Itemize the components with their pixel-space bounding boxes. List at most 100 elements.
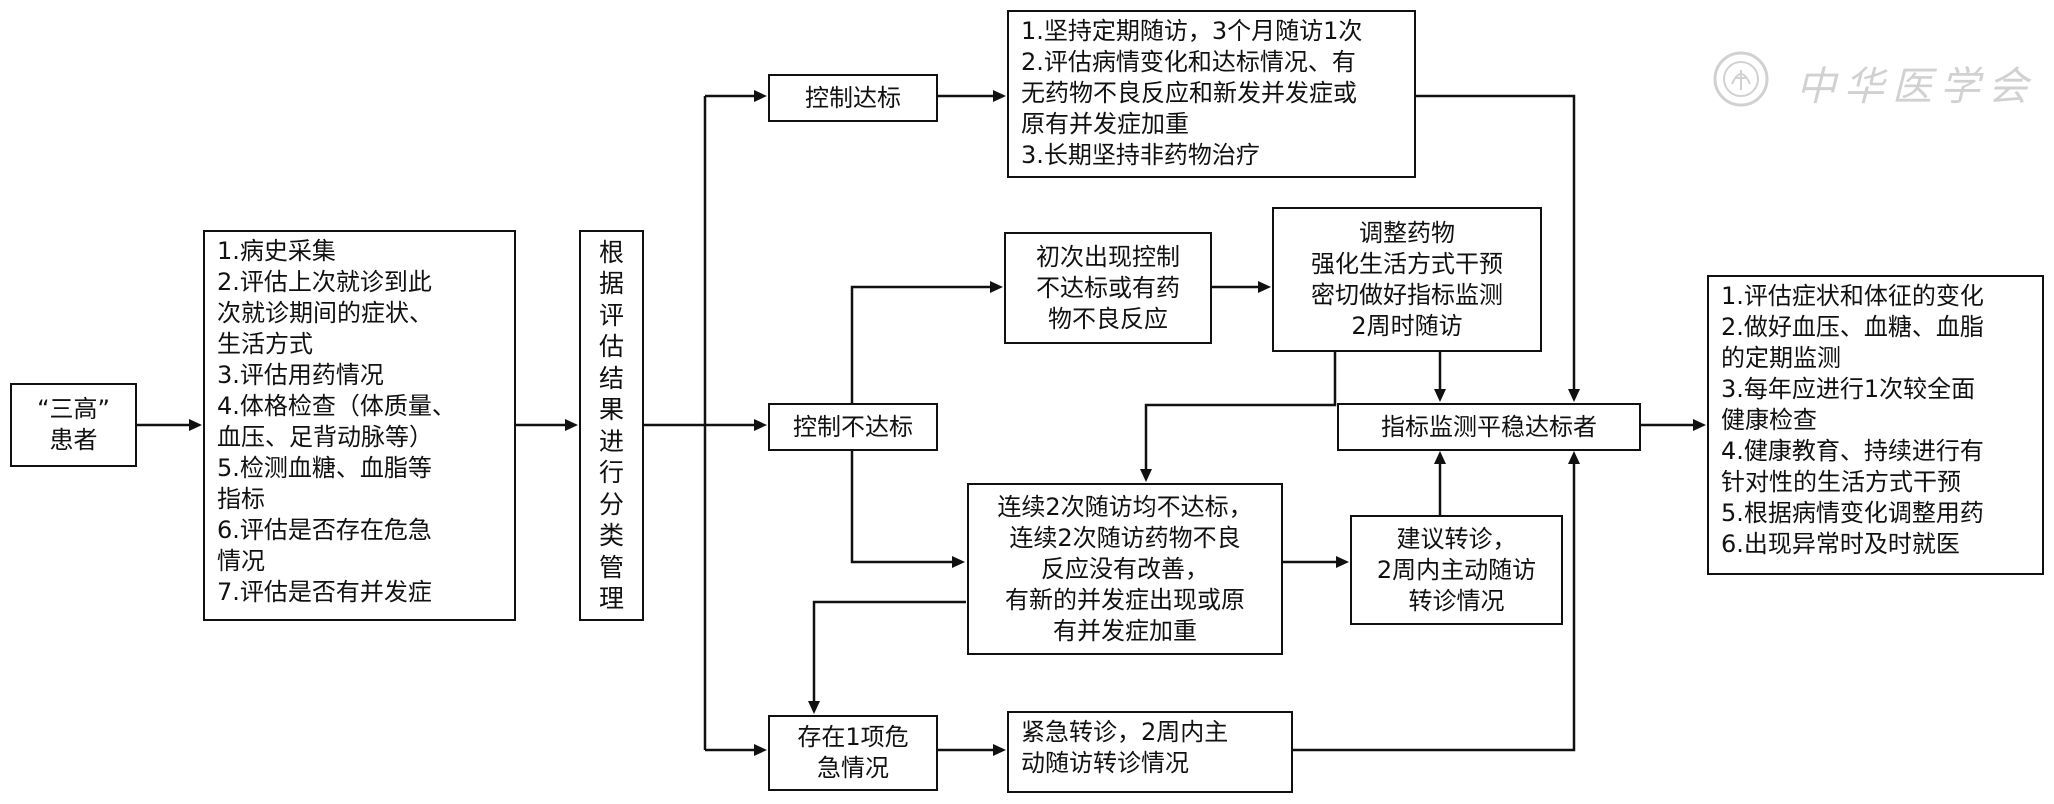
arrowhead-controlled — [754, 90, 767, 102]
patient-line: 患者 — [49, 426, 98, 454]
arrowhead-adjust — [1258, 281, 1271, 293]
classify-line: 理 — [598, 584, 624, 613]
assessment-line: 7.评估是否有并发症 — [217, 578, 432, 606]
danger-line: 存在1项危 — [797, 723, 909, 751]
referral-line: 转诊情况 — [1408, 586, 1505, 615]
stable-box: 指标监测平稳达标者 — [1337, 403, 1641, 451]
arrowhead-assessment — [189, 419, 202, 431]
uncontrolled-line: 控制不达标 — [793, 412, 913, 441]
first-uncontrolled-line: 物不良反应 — [1048, 304, 1168, 333]
adjust-line: 调整药物 — [1359, 218, 1455, 247]
first-uncontrolled-line: 初次出现控制 — [1036, 242, 1180, 271]
controlled-actions-line: 原有并发症加重 — [1021, 110, 1189, 138]
arrowhead-persistent-top — [1140, 469, 1152, 482]
arrowhead-persistent — [952, 556, 965, 568]
persistent-line: 连续2次随访均不达标， — [997, 492, 1253, 521]
classify-line: 据 — [598, 269, 624, 298]
arrowhead-controlled-actions — [993, 90, 1006, 102]
seal-icon — [1713, 51, 1769, 107]
classify-line: 行 — [598, 458, 624, 487]
arrowhead-danger-top — [808, 701, 820, 714]
patient-line: “三高” — [37, 395, 110, 423]
adjust-line: 密切做好指标监测 — [1311, 280, 1503, 309]
final-line: 1.评估症状和体征的变化 — [1721, 282, 1984, 310]
first-uncontrolled-line: 不达标或有药 — [1036, 273, 1180, 302]
connector-emergency-stable — [1293, 460, 1576, 752]
arrowhead-first-uncontrolled — [990, 281, 1003, 293]
assessment-line: 情况 — [217, 547, 265, 575]
controlled-actions-line: 1.坚持定期随访，3个月随访1次 — [1021, 17, 1363, 45]
connector-uncontrolled-down — [850, 444, 956, 564]
arrowhead-uncontrolled — [754, 419, 767, 431]
danger-line: 急情况 — [817, 754, 889, 782]
classify-line: 根 — [598, 237, 624, 267]
final-line: 5.根据病情变化调整用药 — [1721, 499, 1984, 527]
final-line: 针对性的生活方式干预 — [1721, 468, 1961, 496]
first-uncontrolled-box: 初次出现控制不达标或有药物不良反应 — [1004, 232, 1212, 344]
final-line: 的定期监测 — [1721, 344, 1841, 372]
assessment-line: 生活方式 — [217, 330, 313, 358]
classify-line: 进 — [598, 426, 624, 456]
controlled-line: 控制达标 — [805, 83, 901, 112]
classify-line: 类 — [598, 521, 624, 550]
assessment-line: 3.评估用药情况 — [217, 361, 384, 389]
classify-line: 分 — [598, 489, 624, 519]
arrowhead-stable-bottom — [1434, 451, 1446, 464]
classify-line: 果 — [598, 395, 624, 424]
assessment-line: 1.病史采集 — [217, 237, 336, 265]
persistent-line: 反应没有改善， — [1041, 554, 1209, 583]
controlled-actions-line: 2.评估病情变化和达标情况、有 — [1021, 48, 1356, 76]
classify-line: 管 — [598, 552, 624, 582]
adjust-line: 2周时随访 — [1351, 311, 1463, 340]
connector-adjust-persistent — [1144, 352, 1337, 473]
adjust-line: 强化生活方式干预 — [1311, 249, 1503, 278]
arrowhead-stable-top — [1434, 389, 1446, 402]
assessment-line: 2.评估上次就诊到此 — [217, 268, 432, 296]
arrowhead-emergency — [993, 744, 1006, 756]
classify-line: 估 — [598, 332, 624, 361]
arrowhead-danger — [754, 744, 767, 756]
arrowhead-referral — [1336, 556, 1349, 568]
emergency-line: 动随访转诊情况 — [1021, 749, 1189, 777]
danger-box: 存在1项危急情况 — [768, 715, 938, 791]
referral-line: 2周内主动随访 — [1376, 555, 1537, 584]
assessment-line: 次就诊期间的症状、 — [217, 299, 433, 327]
final-line: 6.出现异常时及时就医 — [1721, 530, 1960, 558]
connector-actions-stable — [1416, 94, 1576, 393]
connector-persistent-danger — [812, 600, 966, 705]
controlled-actions-line: 3.长期坚持非药物治疗 — [1021, 141, 1260, 169]
persistent-line: 连续2次随访药物不良 — [1009, 523, 1241, 552]
final-line: 2.做好血压、血糖、血脂 — [1721, 313, 1984, 341]
assessment-box: 1.病史采集 2.评估上次就诊到此次就诊期间的症状、生活方式 3.评估用药情况 4.体… — [203, 230, 516, 621]
controlled-actions-line: 无药物不良反应和新发并发症或 — [1021, 79, 1357, 107]
assessment-line: 血压、足背动脉等） — [217, 423, 433, 451]
persistent-line: 有新的并发症出现或原 — [1005, 585, 1245, 614]
arrowhead-stable-bottom-right — [1568, 451, 1580, 464]
final-line: 健康检查 — [1721, 406, 1817, 434]
controlled-actions-box: 1.坚持定期随访，3个月随访1次 2.评估病情变化和达标情况、有无药物不良反应和新… — [1007, 10, 1416, 178]
classify-line: 评 — [598, 300, 624, 330]
persistent-line: 有并发症加重 — [1053, 616, 1197, 645]
arrowhead-final — [1693, 419, 1706, 431]
assessment-line: 5.检测血糖、血脂等 — [217, 454, 432, 482]
connector-uncontrolled-up — [850, 285, 994, 406]
patient-box: “三高” 患者 — [10, 383, 137, 467]
stable-line: 指标监测平稳达标者 — [1381, 412, 1597, 441]
controlled-box: 控制达标 — [768, 74, 938, 122]
arrowhead-classify — [565, 419, 578, 431]
assessment-line: 4.体格检查（体质量、 — [217, 392, 456, 420]
referral-line: 建议转诊， — [1396, 524, 1517, 553]
persistent-box: 连续2次随访均不达标，连续2次随访药物不良反应没有改善，有新的并发症出现或原有并… — [967, 483, 1283, 655]
assessment-line: 6.评估是否存在危急 — [217, 516, 432, 544]
referral-box: 建议转诊，2周内主动随访转诊情况 — [1350, 515, 1563, 625]
emergency-box: 紧急转诊，2周内主动随访转诊情况 — [1007, 711, 1293, 793]
uncontrolled-box: 控制不达标 — [768, 403, 938, 451]
watermark-text: 中华医学会 — [1796, 64, 2036, 110]
watermark-logo: 中华医学会 — [1712, 48, 2028, 132]
classify-box: 根据评估结果进行分类管理 — [579, 230, 644, 621]
arrowhead-stable-right — [1568, 389, 1580, 402]
